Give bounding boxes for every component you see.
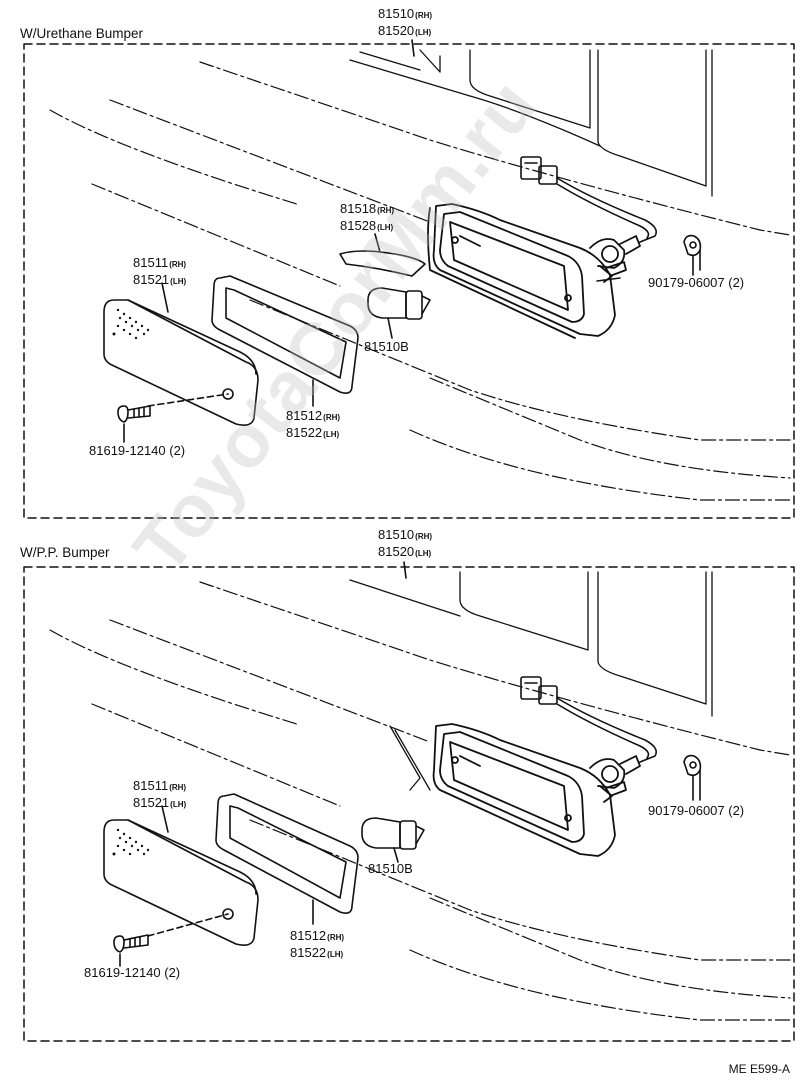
section2-clip [683, 754, 702, 801]
section1-gasket-label: 81512(RH) 81522(LH) [286, 408, 341, 440]
section1-clip [683, 234, 702, 276]
section1-bulb-label: 81510B [364, 339, 409, 354]
section1-gasket [211, 275, 359, 407]
section2-lens [103, 805, 259, 946]
section1-screw [117, 405, 151, 443]
section2-lamp-housing [432, 723, 641, 857]
section2-screw-label: 81619-12140 (2) [84, 965, 181, 980]
figure-code: ME E599-A [728, 1062, 790, 1076]
section1-reflector [339, 233, 426, 277]
section1-lens-label: 81511(RH) 81521(LH) [133, 255, 187, 287]
section2-gasket-label: 81512(RH) 81522(LH) [290, 928, 345, 960]
section1-reflector-label: 81518(RH) 81528(LH) [340, 201, 395, 233]
section1-recess [349, 49, 713, 197]
section1-bulb [367, 287, 431, 339]
section2-lamp-assy-label: 81510(RH) 81520(LH) [378, 527, 433, 559]
section2-title: W/P.P. Bumper [20, 545, 110, 560]
section1-clip-label: 90179-06007 (2) [648, 275, 745, 290]
section1-body-lines [49, 61, 791, 501]
section1-connector [520, 156, 658, 243]
section1-title: W/Urethane Bumper [20, 26, 144, 41]
section2-clip-label: 90179-06007 (2) [648, 803, 745, 818]
section2-gasket [215, 793, 359, 925]
section2-connector [520, 676, 658, 763]
section1-frame [23, 43, 795, 519]
section2-bulb [361, 817, 425, 863]
section1-lens [103, 282, 259, 426]
section2-lens-dots [112, 828, 150, 856]
section2-lens-label: 81511(RH) 81521(LH) [133, 778, 187, 810]
section2-frame [23, 566, 795, 1042]
section2-bulb-label: 81510B [368, 861, 413, 876]
section2-screw [113, 934, 149, 967]
section1-lamp-assy-label: 81510(RH) 81520(LH) [378, 6, 433, 38]
section2-recess [349, 571, 713, 791]
section1-lamp-housing [427, 203, 641, 339]
section1-lens-dots [112, 308, 150, 340]
section1-screw-label: 81619-12140 (2) [89, 443, 186, 458]
section2-body-lines [49, 581, 791, 1021]
